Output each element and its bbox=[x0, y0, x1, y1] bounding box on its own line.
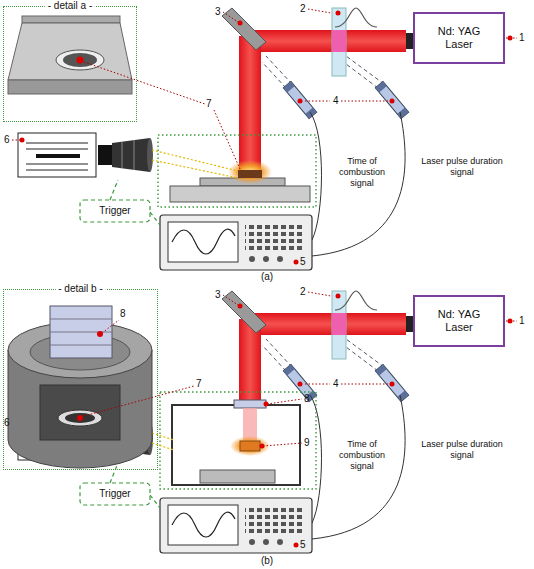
laser-name: Nd: YAG Laser bbox=[428, 25, 490, 51]
detail-heading: - detail b - bbox=[55, 283, 105, 295]
detail-box: - detail a - bbox=[3, 6, 137, 122]
callout-number: 3 bbox=[215, 6, 221, 18]
callout-number: 7 bbox=[206, 98, 212, 110]
signal-label: Laser pulse duration signal bbox=[420, 156, 504, 178]
callout-number: 1 bbox=[519, 32, 525, 44]
callout-number: 8 bbox=[120, 308, 126, 320]
panel-label: (a) bbox=[247, 271, 287, 283]
setup-panel-b bbox=[12, 291, 517, 553]
callout-number: 2 bbox=[300, 286, 306, 298]
callout-number: 5 bbox=[300, 539, 306, 551]
panel-a-stage bbox=[8, 16, 316, 207]
signal-label: Time of combustion signal bbox=[328, 156, 396, 189]
callout-number: 7 bbox=[196, 378, 202, 390]
callout-number: 5 bbox=[300, 256, 306, 268]
trigger-label: Trigger bbox=[80, 488, 150, 500]
callout-number: 3 bbox=[215, 289, 221, 301]
callout-number: 2 bbox=[300, 3, 306, 15]
detail-box: - detail b - bbox=[3, 289, 158, 470]
callout-number: 8 bbox=[304, 393, 310, 405]
laser-name: Nd: YAG Laser bbox=[428, 308, 490, 334]
callout-number: 4 bbox=[333, 95, 339, 107]
panel-b-chamber bbox=[8, 306, 316, 489]
detail-heading: - detail a - bbox=[45, 0, 95, 12]
trigger-label: Trigger bbox=[80, 205, 150, 217]
callout-number: 1 bbox=[519, 315, 525, 327]
callout-number: 9 bbox=[304, 437, 310, 449]
callout-number: 6 bbox=[4, 134, 10, 146]
callout-number: 4 bbox=[333, 378, 339, 390]
laser-box: Nd: YAG Laser bbox=[413, 295, 505, 347]
signal-label: Laser pulse duration signal bbox=[420, 439, 504, 461]
callout-number: 6 bbox=[4, 417, 10, 429]
panel-label: (b) bbox=[247, 555, 287, 567]
signal-label: Time of combustion signal bbox=[328, 439, 396, 472]
laser-box: Nd: YAG Laser bbox=[413, 12, 505, 64]
